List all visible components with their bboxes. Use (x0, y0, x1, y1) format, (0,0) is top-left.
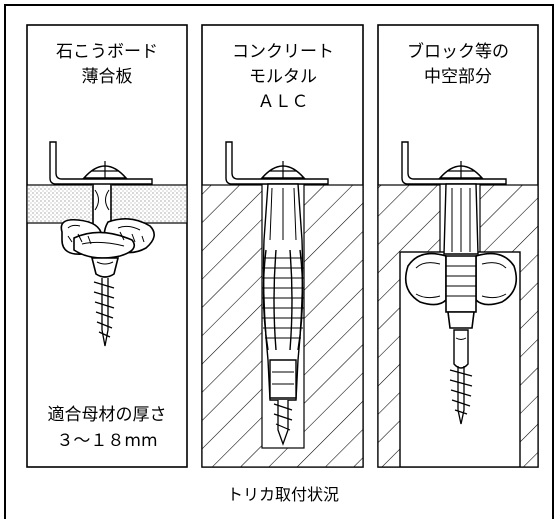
title-line: コンクリート (232, 42, 334, 62)
title-line: ブロック等の (407, 41, 509, 62)
suitable-base-label: 適合母材の厚さ (48, 405, 167, 425)
panel-title-concrete: コンクリート モルタル ＡＬＣ (232, 42, 334, 112)
panel-block (378, 141, 538, 467)
bracket-icon (225, 141, 329, 185)
panel-frame-gypsum (26, 24, 188, 468)
title-line: 薄合板 (82, 67, 133, 87)
diagram-caption: トリカ取付状況 (227, 485, 339, 504)
title-line: ＡＬＣ (258, 92, 309, 112)
folded-anchor (60, 218, 155, 259)
panel-title-block: ブロック等の 中空部分 (407, 41, 509, 87)
panel-title-gypsum: 石こうボード 薄合板 (56, 42, 158, 87)
outer-frame (4, 4, 554, 519)
panel-concrete (202, 141, 363, 467)
bracket-icon (49, 141, 153, 185)
title-line: 中空部分 (424, 67, 492, 87)
expanded-anchor (262, 183, 304, 401)
bracket-icon (401, 141, 507, 185)
panel-gypsum (27, 141, 187, 347)
butterfly-anchor (404, 252, 518, 329)
suitable-base-note: 適合母材の厚さ ３～１８mm (34, 400, 180, 458)
title-line: モルタル (249, 67, 317, 87)
screw-thread (93, 278, 115, 347)
suitable-base-value: ３～１８mm (56, 431, 157, 451)
title-line: 石こうボード (56, 42, 158, 62)
